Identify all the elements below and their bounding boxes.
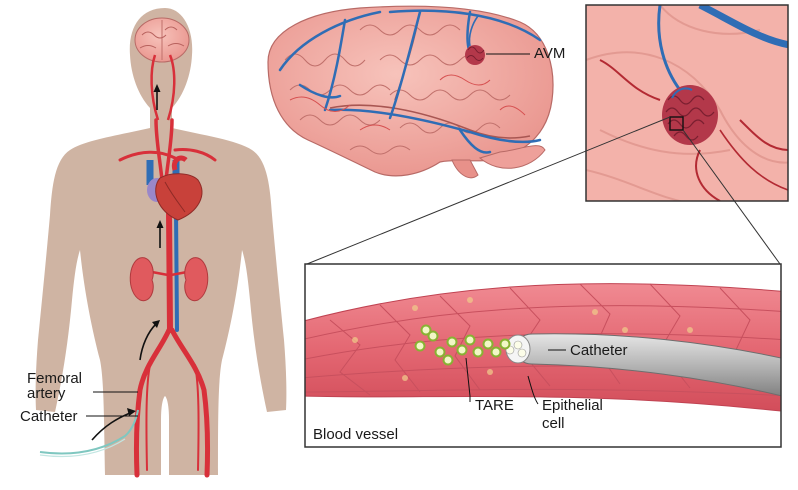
epithelial-cell-label-line1: Epithelial xyxy=(542,397,603,414)
catheter-vessel-label: Catheter xyxy=(570,342,628,359)
catheter-body-label: Catheter xyxy=(20,408,78,425)
femoral-artery-label-line1: Femoral xyxy=(27,370,83,387)
tare-leader xyxy=(465,357,471,402)
avm-inset xyxy=(585,4,789,202)
avm-tangle xyxy=(465,15,485,65)
epithelial-leader xyxy=(527,375,539,405)
kidneys xyxy=(129,257,209,302)
blood-vessel-panel xyxy=(304,263,782,448)
femoral-artery-label-line2: artery xyxy=(27,385,66,402)
catheter-body xyxy=(39,409,139,455)
zoom-line-left xyxy=(306,116,671,265)
tare-label: TARE xyxy=(475,397,514,414)
tare-particles xyxy=(414,324,511,366)
body-silhouette xyxy=(35,8,287,475)
human-body-figure xyxy=(35,8,287,475)
avm-label: AVM xyxy=(534,45,566,62)
brain-illustration xyxy=(267,5,554,179)
heart xyxy=(146,155,203,221)
inset-zoom-box xyxy=(669,116,684,131)
blood-vessel-label: Blood vessel xyxy=(313,426,399,443)
arrow-curved-abdomen xyxy=(139,323,157,361)
brain-in-head xyxy=(134,17,190,121)
zoom-line-right xyxy=(682,129,781,265)
epithelial-cell-label-line2: cell xyxy=(542,415,565,432)
arrow-curved-thigh xyxy=(91,412,131,441)
